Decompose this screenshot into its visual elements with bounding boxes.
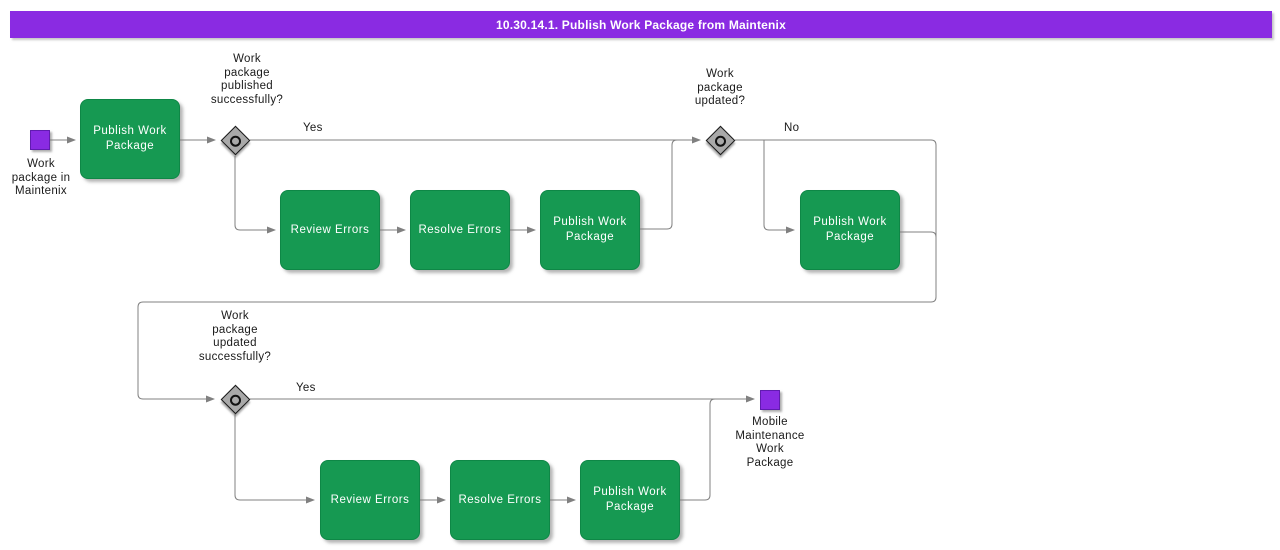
start-event-label: Work package in Maintenix — [11, 158, 71, 197]
diagram-title-banner: 10.30.14.1. Publish Work Package from Ma… — [10, 11, 1272, 38]
decision-published-yes-label: Yes — [303, 122, 323, 134]
end-event-square — [760, 390, 780, 410]
task-publish-work-package-2: Publish Work Package — [800, 190, 900, 270]
task-resolve-errors-2: Resolve Errors — [450, 460, 550, 540]
task-review-errors-2: Review Errors — [320, 460, 420, 540]
diagram-title: 10.30.14.1. Publish Work Package from Ma… — [496, 17, 786, 32]
task-publish-work-package-loop2: Publish Work Package — [580, 460, 680, 540]
decision-ring-icon — [712, 132, 728, 148]
task-publish-work-package-loop1: Publish Work Package — [540, 190, 640, 270]
task-label: Publish Work Package — [93, 125, 167, 152]
decision-published-label: Work package published successfully? — [210, 53, 284, 106]
task-resolve-errors-1: Resolve Errors — [410, 190, 510, 270]
decision-ring-icon — [227, 132, 243, 148]
task-label: Resolve Errors — [418, 223, 502, 236]
task-label: Resolve Errors — [458, 493, 542, 506]
decision-updated-label: Work package updated? — [694, 68, 746, 107]
decision-ring-icon — [227, 391, 243, 407]
decision-updated-ok-label: Work package updated successfully? — [198, 310, 272, 363]
start-event-square — [30, 130, 50, 150]
decision-updated-ok-yes-label: Yes — [296, 382, 316, 394]
task-label: Review Errors — [330, 493, 410, 506]
task-label: Publish Work Package — [553, 216, 627, 243]
task-label: Review Errors — [290, 223, 370, 236]
task-review-errors-1: Review Errors — [280, 190, 380, 270]
end-event-label: Mobile Maintenance Work Package — [735, 416, 805, 469]
task-publish-work-package-1: Publish Work Package — [80, 99, 180, 179]
task-label: Publish Work Package — [813, 216, 887, 243]
task-label: Publish Work Package — [593, 486, 667, 513]
decision-updated-no-label: No — [784, 122, 800, 134]
